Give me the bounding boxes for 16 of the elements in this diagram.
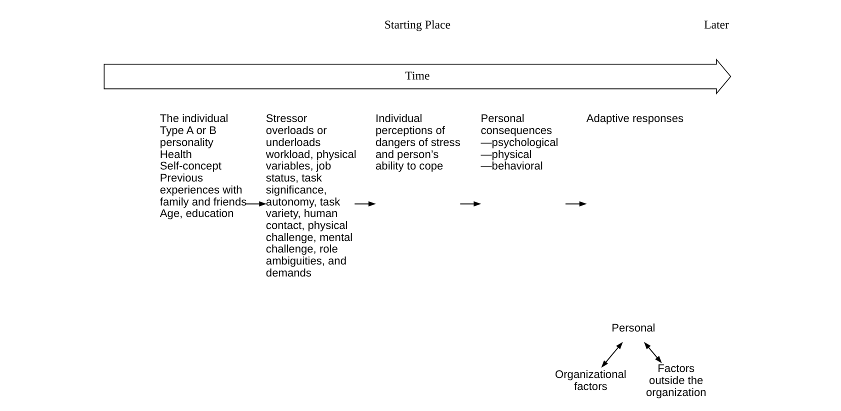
label: Starting Place: [384, 17, 450, 32]
arrow: [459, 201, 481, 207]
node-text: Adaptive responses: [586, 113, 684, 126]
node-text: Individual perceptions of dangers of stress and person’s ability to cope: [375, 113, 460, 173]
node-text: Factors outside the organization: [645, 363, 706, 399]
arrow: [244, 201, 266, 207]
node-text: Organizational factors: [554, 369, 626, 393]
node-text: Personal consequences —psychological —physical —behavioral: [480, 113, 558, 173]
arrow: [600, 342, 622, 368]
node-text: Stressor overloads or underloads workload, physical variables, job status, task significance, autonomy, task variety, human contact, physical challenge, mental challenge, role ambiguities, and demands: [265, 113, 356, 280]
node-text: The individual Type A or B personality Health Self-concept Previous experiences with family and friends Age, education: [159, 113, 246, 220]
arrow: [354, 201, 376, 207]
node-text: Personal: [611, 322, 655, 334]
arrow: [643, 342, 662, 364]
label: Later: [703, 17, 728, 32]
arrow: [564, 201, 586, 207]
